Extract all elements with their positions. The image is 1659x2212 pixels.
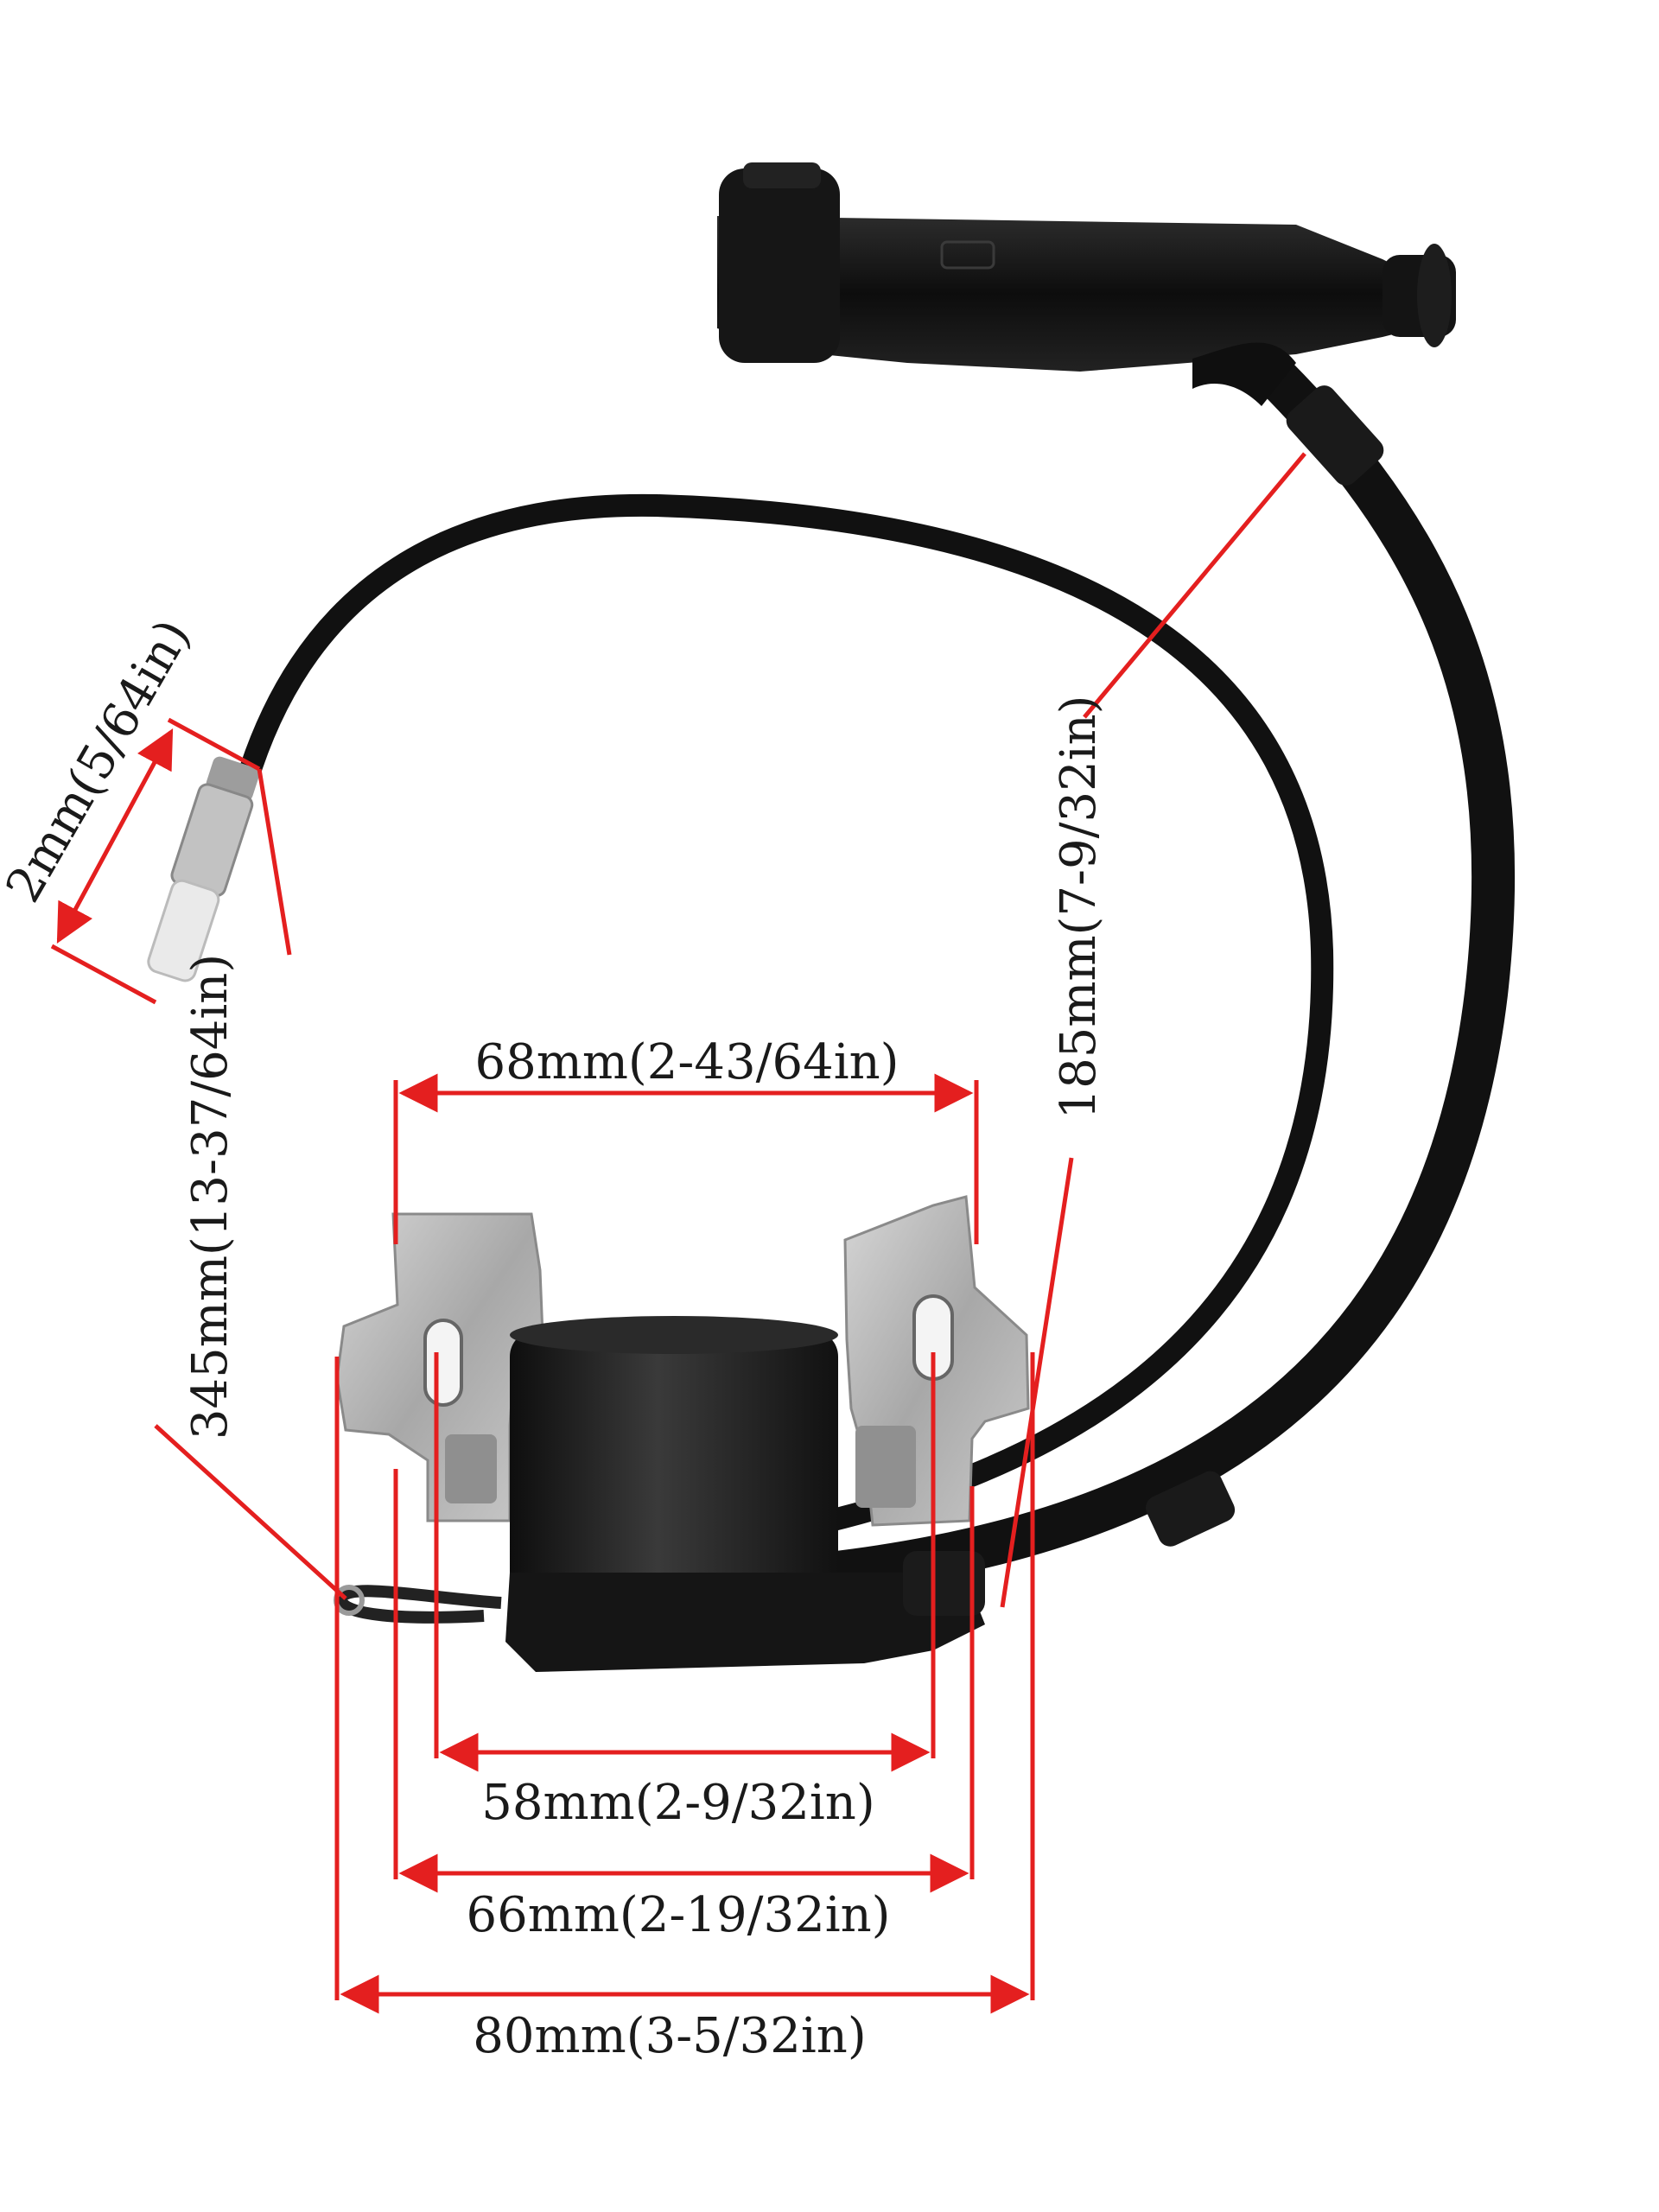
dim-slot-spacing: 58mm(2-9/32in): [481, 1775, 874, 1831]
ground-wire: [239, 493, 1334, 1575]
coil-base: [505, 1573, 985, 1672]
dim-inner-width: 66mm(2-19/32in): [466, 1887, 890, 1943]
dim-wire-length: 345mm(13-37/64in): [182, 954, 238, 1440]
dim-overall-width: 80mm(3-5/32in): [473, 2008, 866, 2064]
bullet-terminal-icon: [147, 756, 260, 982]
dim-lead-length: 185mm(7-9/32in): [1051, 695, 1107, 1119]
cables: [239, 324, 1516, 1607]
cable-sleeve: [1286, 385, 1384, 486]
left-mount-slot: [423, 1319, 463, 1407]
dimension-lines: [50, 452, 1306, 2014]
ground-loop: [335, 1585, 502, 1624]
spark-plug-boot-icon: [717, 162, 1456, 406]
ignition-coil-icon: [334, 1195, 1030, 1672]
cable-sleeve: [1146, 1471, 1236, 1547]
dim-top-width: 68mm(2-43/64in): [474, 1034, 899, 1090]
high-tension-lead: [635, 324, 1516, 1607]
coil-body: [510, 1331, 838, 1642]
